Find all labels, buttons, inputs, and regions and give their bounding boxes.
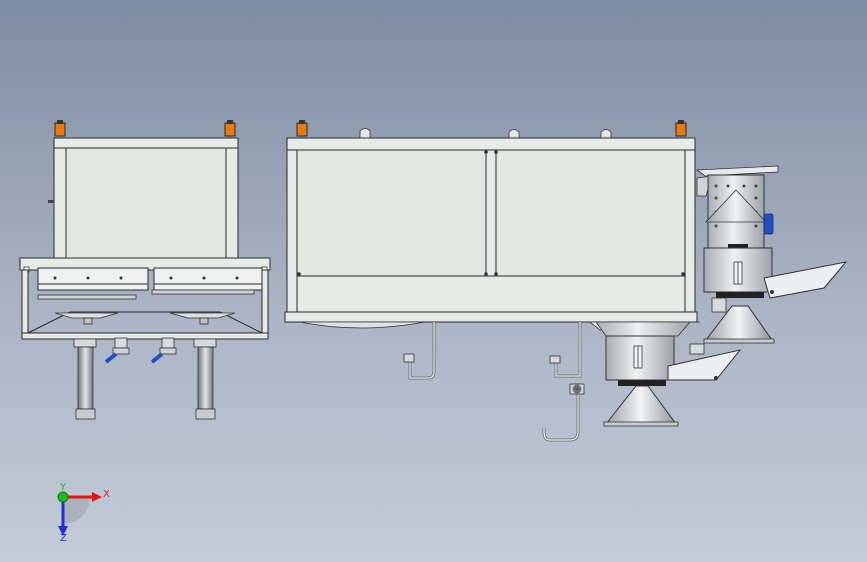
base-drip-tray — [299, 321, 426, 329]
main-hopper — [595, 321, 691, 427]
right-clamp-1 — [296, 120, 308, 137]
main-discharge-chute — [667, 343, 742, 381]
drain-pipe-1 — [403, 322, 436, 380]
drain-pipe-2 — [549, 322, 582, 378]
side-discharge-chute — [763, 261, 848, 299]
left-drain-flange-1 — [54, 312, 119, 325]
left-clamp-1 — [54, 120, 66, 137]
left-basin-2 — [151, 267, 263, 295]
right-base-plate — [284, 311, 698, 323]
drain-pipe-3 — [542, 383, 585, 442]
side-mixer — [695, 165, 848, 344]
top-nozzle-3 — [600, 129, 612, 139]
coordinate-triad: X Y Z — [57, 482, 110, 544]
right-window-left — [296, 149, 487, 277]
right-top-rail — [286, 137, 696, 151]
left-leg-2 — [193, 338, 217, 420]
motor-icon — [763, 213, 774, 235]
y-axis-dot — [57, 491, 69, 503]
top-nozzle-1 — [359, 128, 371, 139]
y-axis-label: Y — [59, 482, 67, 493]
left-unit — [19, 120, 271, 420]
left-lower-frame — [21, 269, 269, 340]
right-clamp-2 — [675, 120, 687, 137]
left-drain-flange-2 — [169, 312, 236, 325]
left-leg-1 — [73, 338, 97, 420]
left-clamp-2 — [224, 120, 236, 137]
top-nozzle-2 — [508, 129, 520, 139]
left-window-panel — [65, 147, 227, 259]
left-valve-1 — [104, 337, 130, 364]
left-basin-1 — [37, 267, 149, 300]
z-axis-label: Z — [60, 533, 67, 544]
right-unit — [284, 120, 848, 442]
x-axis-label: X — [103, 489, 110, 500]
right-window-right — [495, 149, 686, 277]
left-valve-2 — [150, 337, 177, 364]
